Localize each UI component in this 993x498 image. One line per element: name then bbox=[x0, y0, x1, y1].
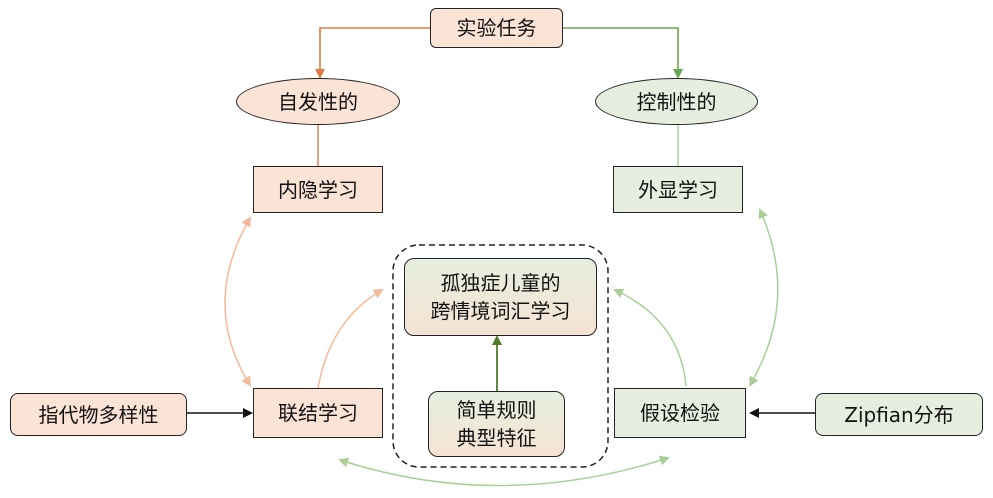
arrow-task-to-controlled bbox=[563, 27, 683, 79]
node-associative-learning-label: 联结学习 bbox=[278, 401, 358, 425]
node-explicit-learning-label: 外显学习 bbox=[638, 177, 718, 202]
arrow-explicit-hypothesis bbox=[748, 208, 779, 387]
node-simple-rules: 简单规则 典型特征 bbox=[428, 391, 565, 457]
arrow-task-to-spontaneous bbox=[315, 27, 430, 79]
node-spontaneous-label: 自发性的 bbox=[278, 89, 358, 114]
arrow-associative-hypothesis bbox=[338, 455, 670, 487]
node-center-topic-line2: 跨情境词汇学习 bbox=[430, 299, 571, 323]
arrow-associative-to-center bbox=[317, 288, 384, 389]
node-hypothesis-testing: 假设检验 bbox=[614, 388, 746, 438]
node-experiment-task-label: 实验任务 bbox=[456, 16, 537, 40]
node-explicit-learning: 外显学习 bbox=[613, 166, 743, 213]
node-hypothesis-testing-label: 假设检验 bbox=[640, 401, 720, 425]
node-zipfian-distribution: Zipfian分布 bbox=[815, 393, 983, 436]
center-group-dashed-border bbox=[392, 244, 609, 468]
node-simple-rules-line2: 典型特征 bbox=[456, 426, 537, 450]
node-implicit-learning: 内隐学习 bbox=[253, 166, 383, 213]
node-associative-learning: 联结学习 bbox=[253, 388, 383, 438]
node-experiment-task: 实验任务 bbox=[430, 8, 563, 48]
node-zipfian-distribution-label: Zipfian分布 bbox=[844, 402, 954, 427]
arrow-hypothesis-to-center bbox=[613, 288, 687, 387]
node-spontaneous: 自发性的 bbox=[236, 78, 400, 125]
node-referent-diversity: 指代物多样性 bbox=[10, 393, 187, 436]
node-simple-rules-line1: 简单规则 bbox=[456, 398, 537, 422]
node-center-topic: 孤独症儿童的 跨情境词汇学习 bbox=[404, 258, 597, 336]
arrow-implicit-associative bbox=[224, 216, 252, 387]
node-center-topic-line1: 孤独症儿童的 bbox=[440, 271, 561, 295]
node-controlled-label: 控制性的 bbox=[636, 89, 717, 114]
node-referent-diversity-label: 指代物多样性 bbox=[38, 402, 159, 427]
node-controlled: 控制性的 bbox=[595, 78, 758, 125]
node-implicit-learning-label: 内隐学习 bbox=[278, 177, 358, 202]
